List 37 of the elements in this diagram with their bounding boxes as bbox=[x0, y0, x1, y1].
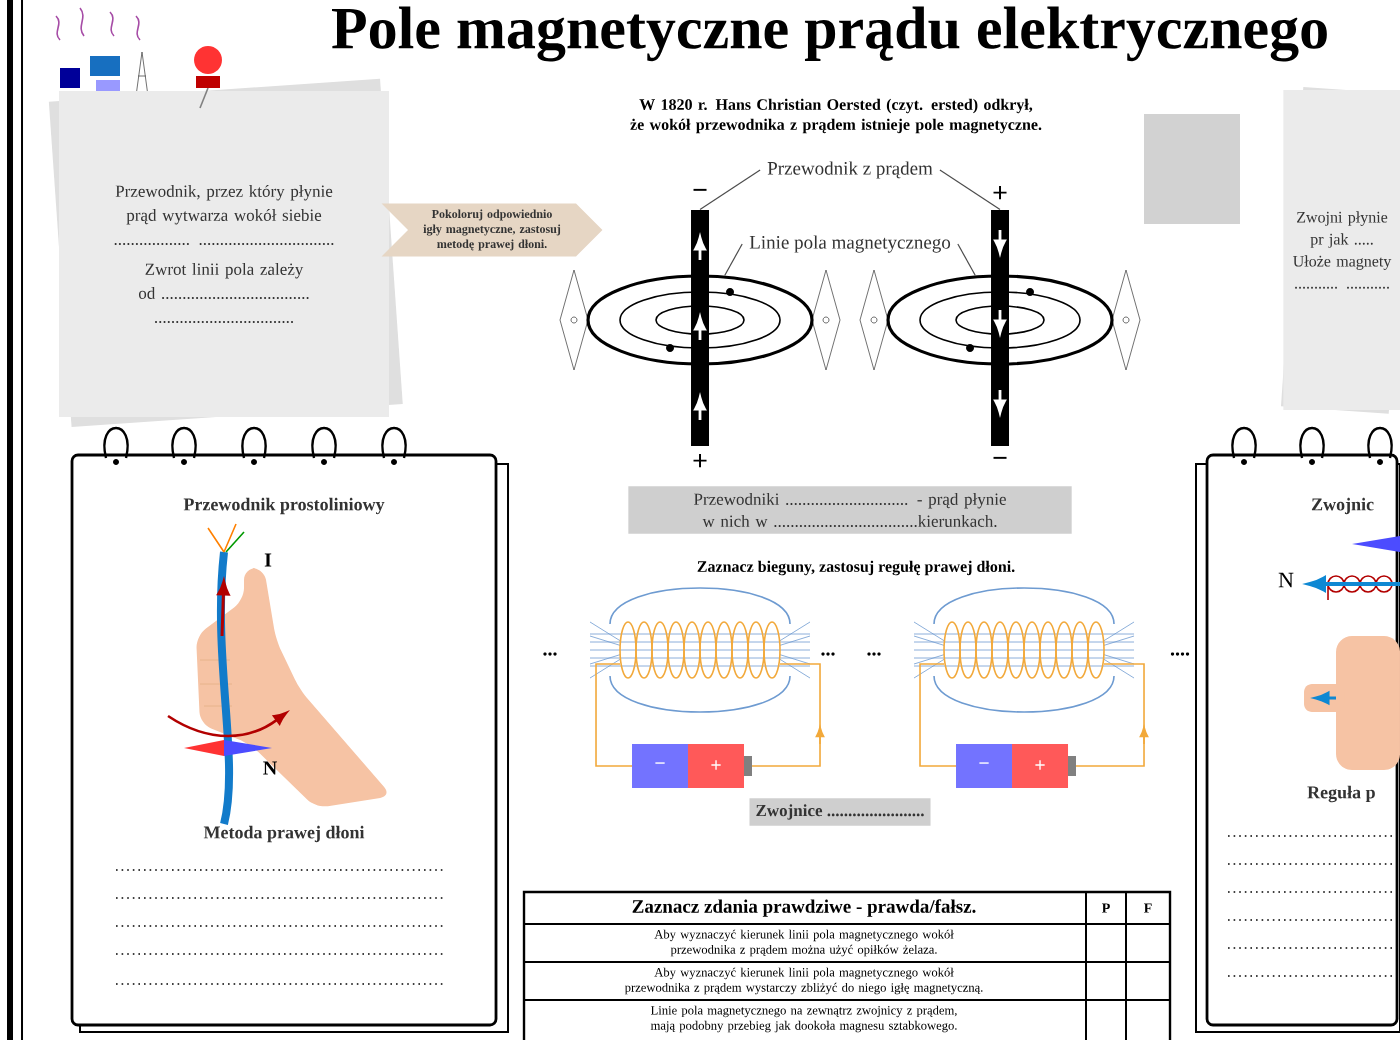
sticky-note: Zwojni płynie pr jak ..... Ułoże magnety ........... ........... bbox=[1283, 90, 1400, 410]
leader-line bbox=[699, 169, 761, 211]
dots: ... bbox=[867, 652, 881, 656]
node-label: Zwojnic bbox=[1311, 497, 1374, 515]
fill-in-banner: Zwojnice ....................... bbox=[749, 798, 931, 826]
conductor-bar bbox=[691, 210, 709, 446]
conductor-bar bbox=[991, 210, 1009, 446]
leader-line bbox=[939, 169, 1001, 211]
leader-line bbox=[957, 243, 976, 277]
dots: ... bbox=[543, 652, 557, 656]
pole-sign: − bbox=[693, 188, 707, 191]
field-line-loop bbox=[586, 274, 814, 366]
fill-in-banner: Przewodniki ............................. - prąd płynie w nich w ..................................kierunkach. bbox=[628, 486, 1072, 534]
callout-text: Przewodnik z prądem bbox=[767, 161, 933, 179]
node-label: Przewodnik prostoliniowy bbox=[183, 497, 385, 515]
pole-sign: + bbox=[693, 454, 707, 468]
battery-sign: + bbox=[711, 760, 721, 770]
battery-sign: − bbox=[979, 762, 989, 764]
battery-sign: + bbox=[1035, 760, 1045, 770]
sticky-note: Przewodnik, przez który płynie prąd wytwarza wokół siebie .................. ................................ Zwrot linii pola zależy od ................................... ................................. bbox=[59, 91, 389, 417]
pole-label: N bbox=[263, 761, 277, 775]
title: Pole magnetyczne prądu elektrycznego bbox=[332, 6, 1327, 62]
battery-sign: − bbox=[655, 762, 665, 764]
instruction-text: Zaznacz bieguny, zastosuj regułę prawej dłoni. bbox=[697, 560, 1015, 576]
node-label: Metoda prawej dłoni bbox=[203, 825, 365, 843]
intro-text: W 1820 r. Hans Christian Oersted (czyt. ersted) odkrył, że wokół przewodnika z prądem istnieje pole magnetyczne. bbox=[630, 98, 1042, 134]
node-label: Reguła p bbox=[1307, 785, 1375, 803]
current-label: I bbox=[264, 553, 272, 567]
table-header: Zaznacz zdania prawdziwe - prawda/fałsz. bbox=[632, 899, 976, 917]
pole-label: N bbox=[1278, 572, 1294, 588]
dots: .... bbox=[1170, 652, 1190, 656]
dots: ... bbox=[821, 652, 835, 656]
callout-text: Linie pola magnetycznego bbox=[749, 235, 951, 253]
pole-sign: − bbox=[993, 456, 1007, 459]
field-line-loop bbox=[886, 274, 1114, 366]
leader-line bbox=[724, 243, 743, 277]
pole-sign: + bbox=[993, 186, 1007, 200]
